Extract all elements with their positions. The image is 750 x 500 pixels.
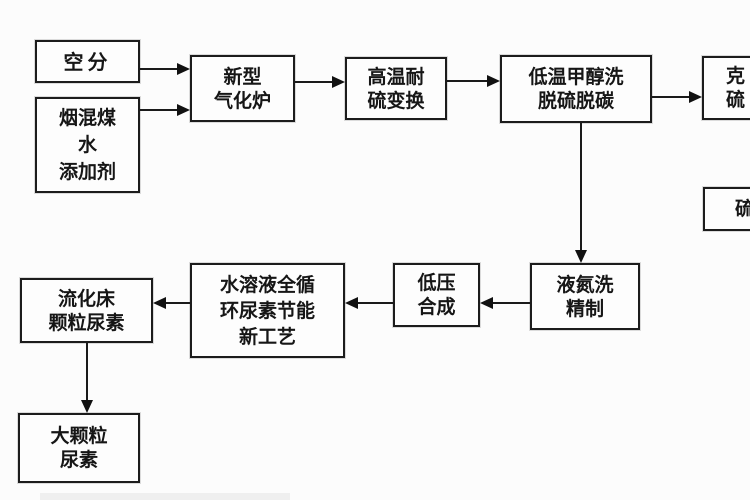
node-label: 流化床: [57, 287, 115, 310]
arrow-line: [295, 81, 335, 83]
node-label: 液氮洗: [556, 273, 614, 296]
node-label: 低压: [417, 272, 456, 294]
arrow-line: [491, 302, 530, 304]
arrow-line: [164, 302, 190, 304]
node-label: 合成: [417, 296, 456, 318]
arrow-line: [86, 343, 88, 403]
arrow-head-icon: [480, 297, 493, 309]
arrow-head-icon: [153, 297, 166, 309]
node-label: 添加剂: [58, 160, 116, 183]
node-large-granule-urea: 大颗粒 尿素: [18, 413, 140, 483]
arrow-head-icon: [332, 76, 345, 88]
node-claus-sulfur-recovery-partial: 克 硫: [702, 56, 750, 120]
node-label: 新工艺: [238, 325, 296, 348]
node-label: 环尿素节能: [219, 299, 315, 322]
node-fluidized-bed-urea: 流化床 颗粒尿素: [20, 278, 153, 343]
arrow-head-icon: [177, 63, 190, 75]
node-label: 高温耐: [367, 65, 425, 88]
arrow-head-icon: [81, 400, 93, 413]
arrow-head-icon: [689, 91, 702, 103]
arrow-line: [356, 302, 393, 304]
node-low-pressure-synthesis: 低压 合成: [393, 263, 480, 327]
arrow-head-icon: [177, 104, 190, 116]
node-label: 新型: [223, 65, 262, 88]
node-label: 大颗粒: [50, 425, 108, 447]
node-sulfur-partial: 硫: [703, 187, 750, 231]
node-label: 气化炉: [213, 89, 271, 112]
node-label: 低温甲醇洗: [528, 66, 624, 88]
node-nitrogen-wash: 液氮洗 精制: [530, 263, 640, 330]
node-label: 水溶液全循: [219, 273, 315, 296]
arrow-head-icon: [575, 250, 587, 263]
node-label: 空分: [63, 49, 112, 74]
node-urea-process: 水溶液全循 环尿素节能 新工艺: [190, 263, 345, 358]
node-label: 克: [726, 65, 746, 87]
node-shift: 高温耐 硫变换: [345, 57, 447, 120]
arrow-head-icon: [345, 297, 358, 309]
node-label: 尿素: [59, 449, 98, 471]
arrow-head-icon: [487, 75, 500, 87]
node-air-separation: 空分: [35, 40, 140, 83]
node-label: 烟混煤: [58, 106, 116, 129]
arrow-line: [652, 96, 692, 98]
node-label: 硫: [735, 198, 750, 220]
node-label: 硫变换: [367, 89, 425, 112]
node-label: 脱硫脱碳: [537, 90, 614, 112]
arrow-line: [140, 109, 180, 111]
node-label: 颗粒尿素: [48, 311, 125, 334]
arrow-line: [580, 123, 582, 253]
node-label: 硫: [726, 89, 746, 111]
node-label: 精制: [565, 297, 604, 320]
node-methanol-wash: 低温甲醇洗 脱硫脱碳: [500, 55, 652, 123]
node-gasifier: 新型 气化炉: [190, 55, 295, 122]
bottom-partial-band: [40, 493, 290, 500]
node-coal-water-additive: 烟混煤 水 添加剂: [35, 97, 140, 193]
arrow-line: [447, 80, 490, 82]
node-label: 水: [77, 133, 97, 156]
arrow-line: [140, 68, 180, 70]
